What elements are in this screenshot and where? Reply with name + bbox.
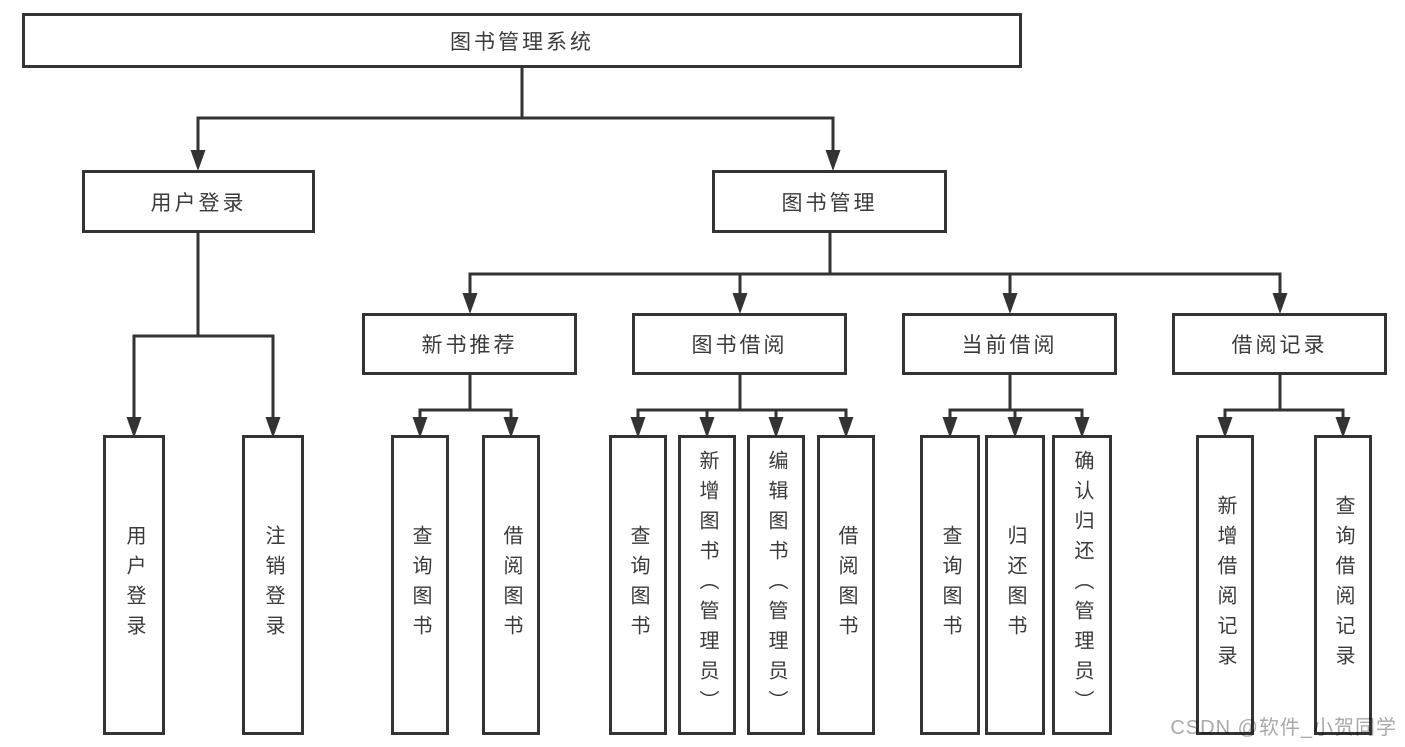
node-label: 确认归还（管理员） (1071, 450, 1093, 720)
node-leaf-add-borrow-record: 新增借阅记录 (1196, 435, 1254, 735)
node-leaf-borrow-books-1: 借阅图书 (482, 435, 540, 735)
node-book-management: 图书管理 (712, 170, 947, 233)
node-leaf-query-books-1: 查询图书 (391, 435, 449, 735)
node-current-borrowing: 当前借阅 (902, 313, 1117, 375)
node-leaf-confirm-return-admin: 确认归还（管理员） (1052, 435, 1112, 735)
node-label: 新书推荐 (421, 334, 518, 357)
node-borrowing-records: 借阅记录 (1172, 313, 1387, 375)
connector-root-to-level2 (190, 66, 841, 171)
node-leaf-query-borrow-record: 查询借阅记录 (1314, 435, 1372, 735)
node-label: 当前借阅 (961, 334, 1058, 357)
node-leaf-edit-books-admin: 编辑图书（管理员） (747, 435, 805, 735)
node-label: 图书管理 (781, 191, 878, 215)
connector-user-login-to-leaves (126, 231, 281, 438)
node-label: 借阅记录 (1231, 334, 1328, 357)
node-leaf-add-books-admin: 新增图书（管理员） (678, 435, 736, 735)
node-leaf-query-books-3: 查询图书 (920, 435, 980, 735)
node-label: 用户登录 (123, 525, 145, 645)
node-label: 借阅图书 (835, 525, 857, 645)
node-label: 查询图书 (939, 525, 961, 645)
node-leaf-borrow-books-2: 借阅图书 (817, 435, 875, 735)
connector-book-management-to-level3 (462, 231, 1288, 314)
connector-book-borrowing-to-leaves (630, 373, 854, 438)
node-leaf-return-books: 归还图书 (985, 435, 1045, 735)
node-label: 查询图书 (409, 525, 431, 645)
node-label: 用户登录 (150, 191, 247, 215)
node-label: 归还图书 (1004, 525, 1026, 645)
node-label: 编辑图书（管理员） (765, 450, 787, 720)
node-label: 查询借阅记录 (1332, 495, 1354, 675)
node-leaf-user-login: 用户登录 (103, 435, 165, 735)
csdn-watermark: CSDN @软件_小贺同学 (1170, 717, 1397, 739)
node-label: 注销登录 (262, 525, 284, 645)
node-new-book-recommend: 新书推荐 (362, 313, 577, 375)
node-leaf-query-books-2: 查询图书 (609, 435, 667, 735)
node-label: 图书借阅 (691, 334, 788, 357)
node-label: 新增图书（管理员） (696, 450, 718, 720)
connector-new-book-recommend-to-leaves (412, 373, 519, 438)
node-label: 图书管理系统 (450, 30, 594, 54)
node-label: 新增借阅记录 (1214, 495, 1236, 675)
node-label: 查询图书 (627, 525, 649, 645)
node-label: 借阅图书 (500, 525, 522, 645)
connector-borrowing-records-to-leaves (1217, 373, 1351, 438)
node-book-borrowing: 图书借阅 (632, 313, 847, 375)
connector-current-borrowing-to-leaves (942, 373, 1090, 438)
